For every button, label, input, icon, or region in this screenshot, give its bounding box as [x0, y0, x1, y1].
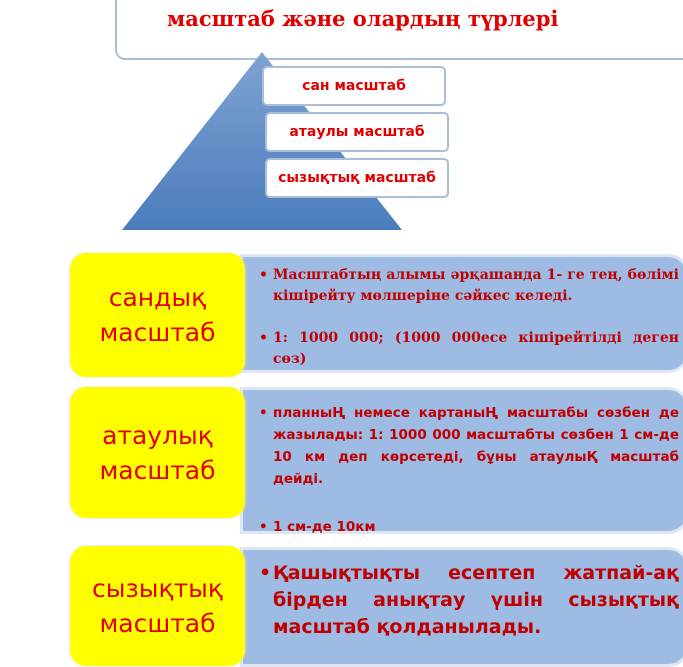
bullet: Қашықтықты есептеп жатпай-ақ бірден анық… [251, 560, 679, 641]
page-title: масштаб және олардың түрлері [115, 0, 683, 60]
pyramid-label-2: атаулы масштаб [265, 112, 449, 152]
bullet: планныҢ немесе картаныҢ масштабы сөзбен … [251, 402, 679, 490]
bullet: Масштабтың алымы әрқашанда 1- ге тең, бө… [251, 265, 679, 307]
section-1-panel: Масштабтың алымы әрқашанда 1- ге тең, бө… [240, 254, 683, 373]
section-1-heading: сандық масштаб [70, 253, 245, 377]
section-3-heading: сызықтық масштаб [70, 546, 245, 666]
section-2-heading: атаулық масштаб [70, 387, 245, 518]
bullet: 1: 1000 000; (1000 000есе кішірейтілді д… [251, 328, 679, 370]
bullet: 1 см-де 10км [251, 516, 679, 538]
pyramid-label-3: сызықтық масштаб [265, 158, 449, 198]
section-2-panel: планныҢ немесе картаныҢ масштабы сөзбен … [240, 387, 683, 538]
section-3-panel: Қашықтықты есептеп жатпай-ақ бірден анық… [240, 547, 683, 667]
pyramid-label-1: сан масштаб [262, 66, 446, 106]
